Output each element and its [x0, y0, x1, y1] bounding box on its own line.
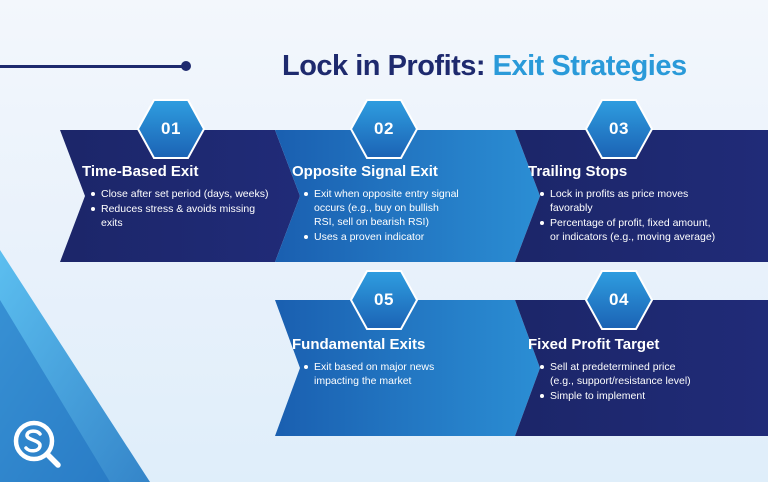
bullet-item: Reduces stress & avoids missing exits [89, 202, 269, 230]
step-number: 05 [374, 290, 394, 309]
step-bullets: Lock in profits as price moves favorably… [538, 187, 718, 245]
step-number-badge: 03 [585, 99, 653, 159]
step-title: Opposite Signal Exit [292, 163, 438, 180]
q-search-logo-icon [13, 420, 61, 468]
page-title: Lock in Profits: Exit Strategies [282, 48, 687, 84]
title-part-2: Exit Strategies [492, 50, 687, 82]
bullet-item: Close after set period (days, weeks) [89, 187, 269, 201]
chevron-02 [275, 130, 540, 262]
step-number-badge: 04 [585, 270, 653, 330]
decorative-line [0, 65, 184, 68]
decorative-dot [181, 61, 191, 71]
step-bullets: Close after set period (days, weeks) Red… [89, 187, 269, 231]
bullet-item: Lock in profits as price moves favorably [538, 187, 718, 215]
bullet-item: Exit based on major news impacting the m… [302, 360, 462, 388]
chevron-03 [515, 130, 768, 262]
step-number: 01 [161, 119, 181, 138]
chevron-05 [275, 300, 540, 436]
step-number-badge: 05 [350, 270, 418, 330]
bullet-item: Simple to implement [538, 389, 698, 403]
bullet-item: Sell at predetermined price (e.g., suppo… [538, 360, 698, 388]
bullet-item: Exit when opposite entry signal occurs (… [302, 187, 462, 229]
step-title: Fixed Profit Target [528, 336, 660, 353]
step-number: 02 [374, 119, 394, 138]
step-number-badge: 01 [137, 99, 205, 159]
title-part-1: Lock in Profits: [282, 50, 486, 82]
step-number: 04 [609, 290, 629, 309]
step-number-badge: 02 [350, 99, 418, 159]
chevron-04 [515, 300, 768, 436]
chevron-01 [60, 130, 300, 262]
step-bullets: Sell at predetermined price (e.g., suppo… [538, 360, 698, 404]
bullet-item: Percentage of profit, fixed amount, or i… [538, 216, 718, 244]
step-number: 03 [609, 119, 629, 138]
step-title: Fundamental Exits [292, 336, 426, 353]
step-bullets: Exit based on major news impacting the m… [302, 360, 462, 389]
step-bullets: Exit when opposite entry signal occurs (… [302, 187, 462, 245]
bullet-item: Uses a proven indicator [302, 230, 462, 244]
step-title: Trailing Stops [528, 163, 628, 180]
step-title: Time-Based Exit [82, 163, 199, 180]
